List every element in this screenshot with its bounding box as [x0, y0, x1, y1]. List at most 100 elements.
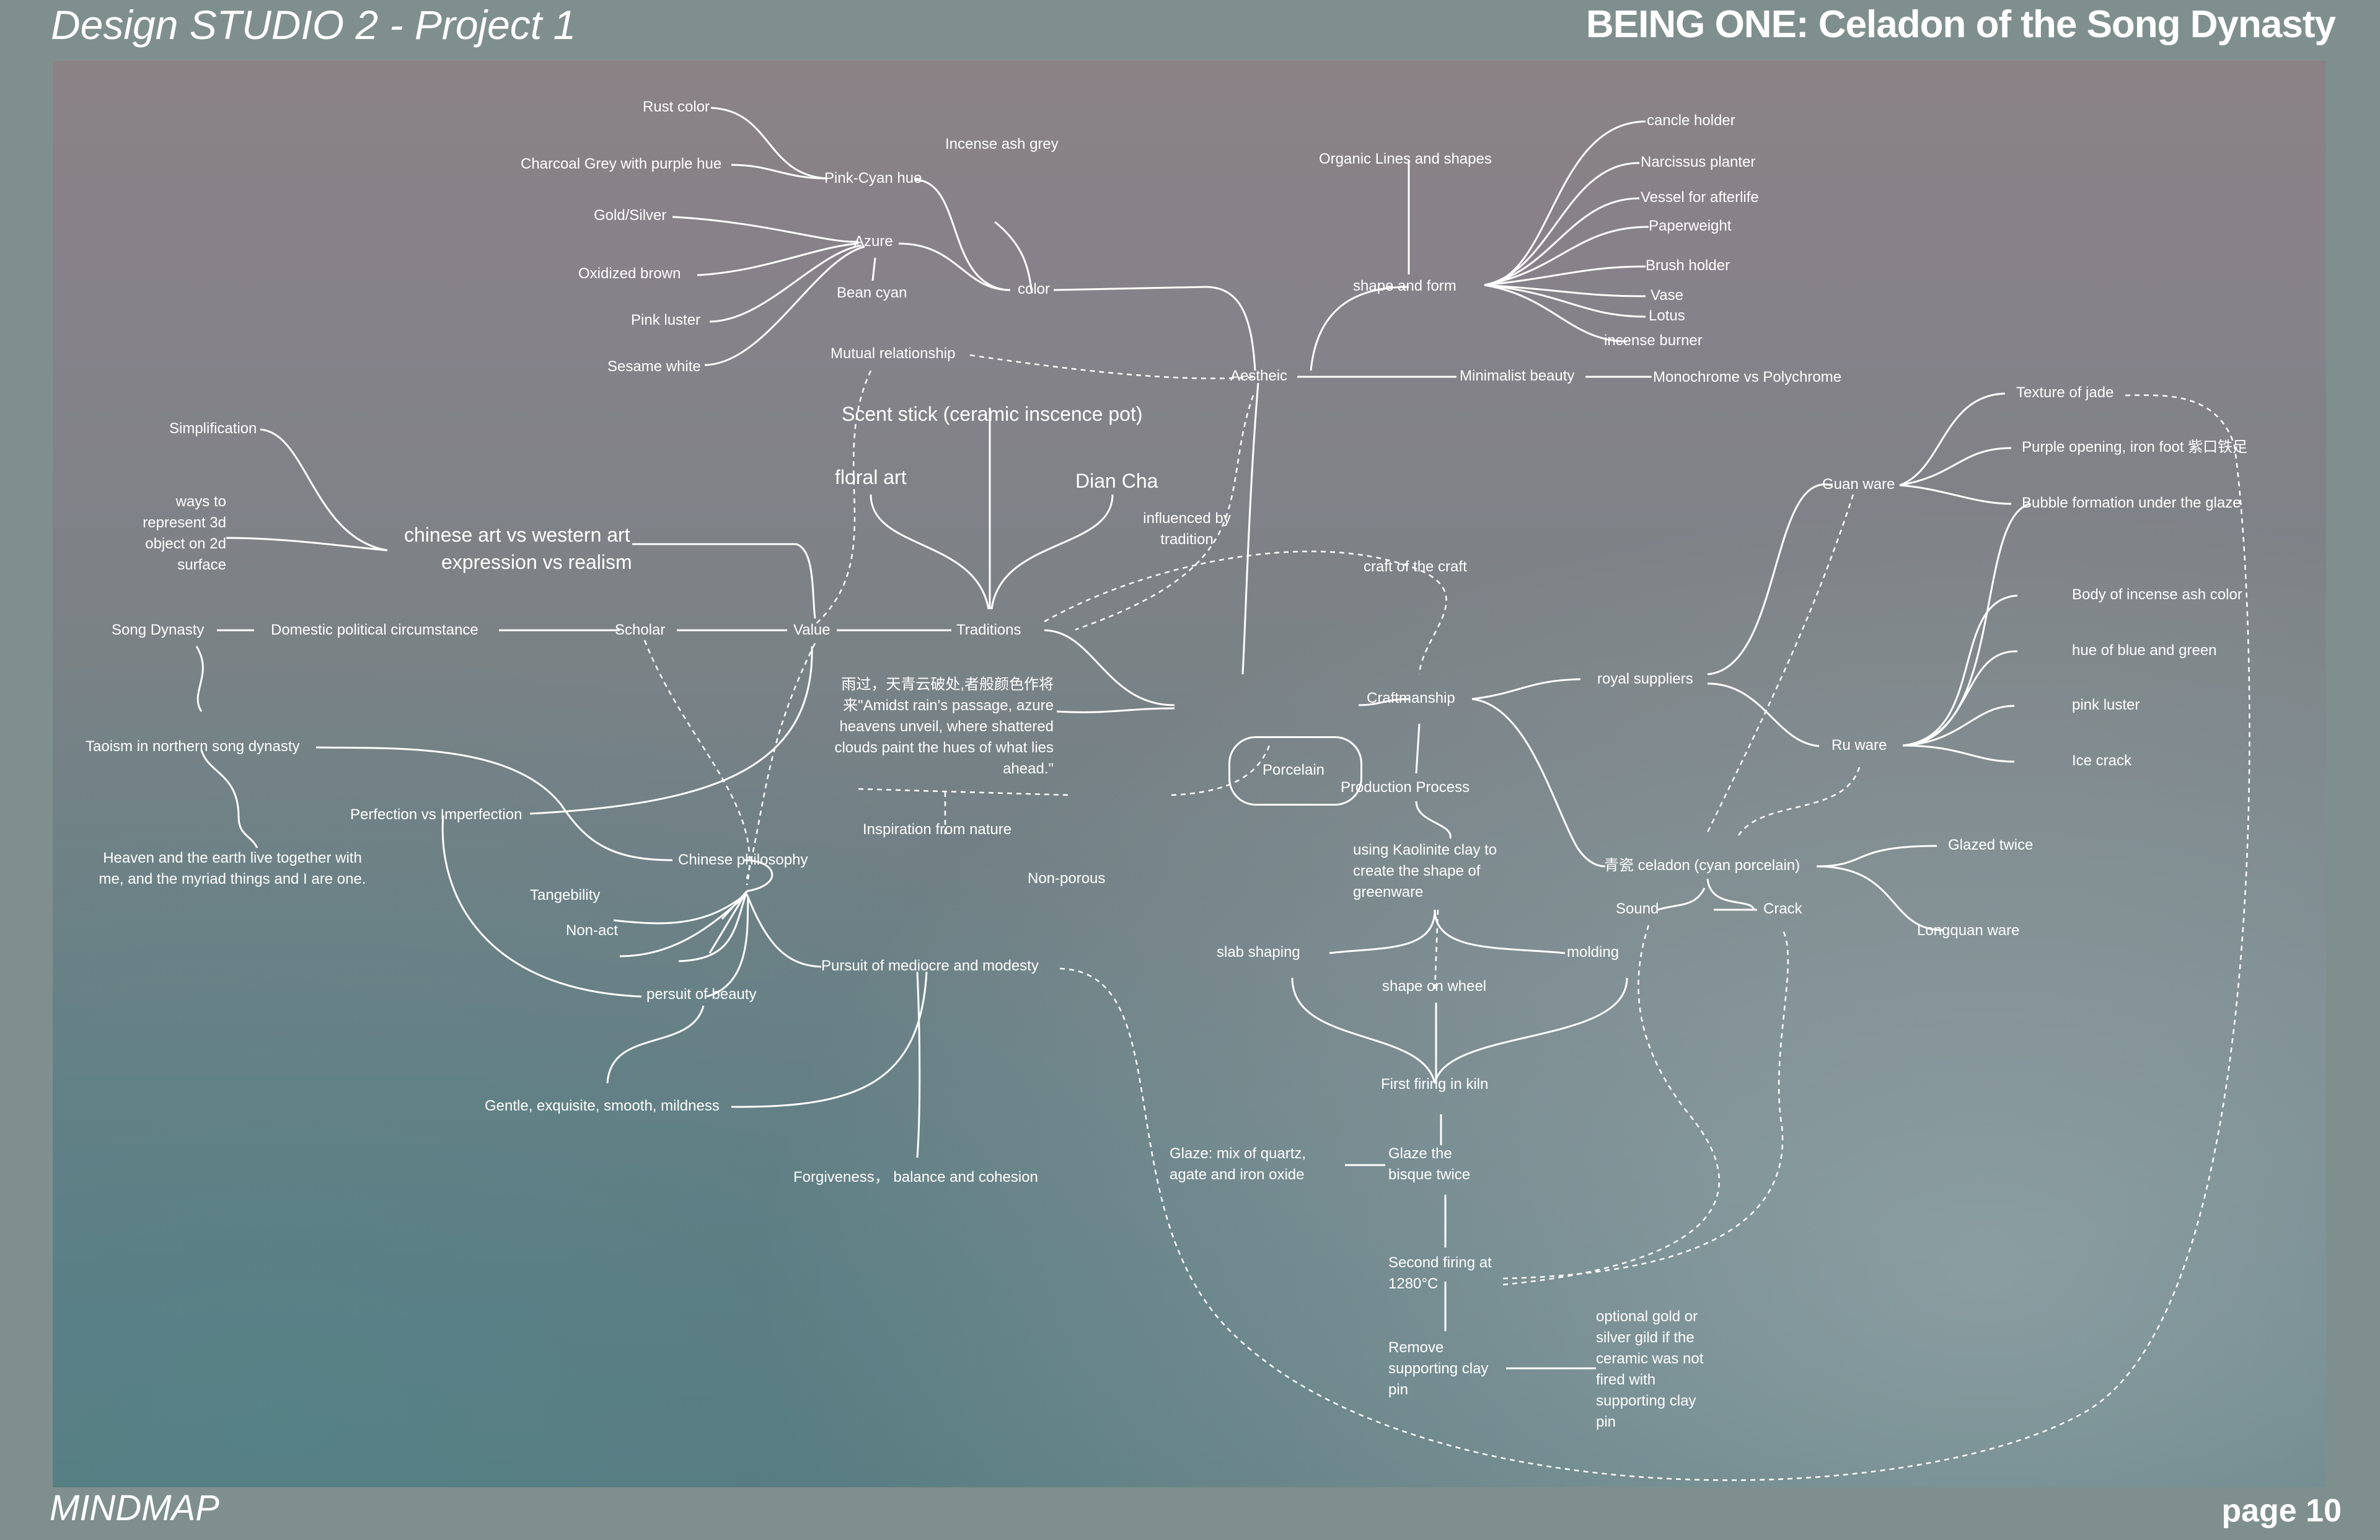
link-celadon-glazed [1816, 845, 1937, 868]
node-pink-luster-ru: pink luster [2072, 697, 2140, 713]
mindmap-connectors [195, 107, 2250, 1481]
node-heaven-earth: Heaven and the earth live together with … [99, 850, 366, 887]
node-dian-cha: Dian Cha [1075, 470, 1158, 492]
node-incense-ash-grey: Incense ash grey [945, 136, 1059, 152]
node-gold-silver: Gold/Silver [594, 207, 667, 224]
section-label: MINDMAP [50, 1488, 219, 1528]
mindmap-canvas: Porcelain Rust color Charcoal Grey with … [53, 61, 2326, 1487]
dash-philosophy-nonporous [858, 788, 1070, 796]
node-bubble-formation: Bubble formation under the glaze [2022, 495, 2241, 511]
node-aestheic: Aestheic [1230, 367, 1288, 384]
node-expression-vs-realism: expression vs realism [441, 551, 632, 573]
link-guan-jade [1899, 392, 2006, 486]
node-scholar: Scholar [615, 622, 666, 638]
node-first-firing: First firing in kiln [1381, 1076, 1489, 1093]
dash-ru-celadon [1737, 767, 1861, 836]
node-gentle: Gentle, exquisite, smooth, mildness [485, 1098, 720, 1114]
link-celadon-crack [1706, 878, 1755, 910]
node-paperweight: Paperweight [1649, 218, 1732, 234]
node-oxidized-brown: Oxidized brown [578, 265, 681, 282]
link-ways-chinese [226, 537, 388, 552]
node-pursuit-mediocre: Pursuit of mediocre and modesty [821, 957, 1039, 974]
node-purple-opening: Purple opening, iron foot 紫口铁足 [2022, 439, 2248, 455]
node-shape-on-wheel: shape on wheel [1382, 978, 1487, 995]
link-production-kaolinite [1415, 801, 1452, 839]
link-ru-hue [1902, 650, 2018, 747]
node-craft-of-craft: craft of the craft [1364, 558, 1467, 575]
node-guan-ware: Guan ware [1822, 476, 1895, 493]
center-node-label: Porcelain [1262, 762, 1325, 778]
node-bean-cyan: Bean cyan [837, 284, 907, 301]
link-royal-ru [1707, 682, 1820, 747]
link-value-perfection [529, 646, 813, 815]
link-chinese-value [632, 543, 816, 619]
node-longquan-ware: Longquan ware [1917, 922, 2020, 939]
node-lotus: Lotus [1649, 307, 1685, 324]
dash-nonporous-porcelain [1171, 742, 1272, 796]
node-ice-crack: Ice crack [2072, 752, 2132, 769]
node-texture-of-jade: Texture of jade [2016, 384, 2114, 401]
solid-links [195, 107, 2030, 1370]
node-molding: molding [1567, 944, 1620, 961]
node-ru-ware: Ru ware [1831, 737, 1887, 754]
node-shape-and-form: shape and form [1353, 278, 1457, 294]
link-shape-aestheic [1310, 286, 1409, 371]
link-beauty-hub [706, 897, 749, 998]
node-song-dynasty: Song Dynasty [112, 622, 205, 638]
link-craft-production [1415, 723, 1421, 774]
node-non-act: Non-act [566, 922, 619, 939]
node-incense-burner: incense burner [1604, 332, 1703, 349]
link-floral-traditions [870, 494, 990, 610]
link-porcelain-craftmanship [1358, 698, 1411, 706]
node-inspiration: Inspiration from nature [863, 821, 1012, 838]
link-perfection-beauty [441, 815, 642, 998]
link-ru-bubble [1902, 503, 2030, 747]
link-rust-pinkcyan [710, 107, 828, 180]
link-guan-purple [1899, 447, 2012, 486]
link-ru-ice [1902, 744, 2015, 763]
node-glaze-mix: Glaze: mix of quartz, agate and iron oxi… [1170, 1145, 1307, 1183]
course-title: Design STUDIO 2 - Project 1 [51, 2, 576, 48]
link-beauty-gentle [606, 1005, 705, 1084]
node-brush-holder: Brush holder [1646, 257, 1730, 274]
link-incense-color [994, 221, 1033, 294]
node-narcissus: Narcissus planter [1641, 154, 1756, 170]
node-azure: Azure [854, 233, 893, 250]
dash-guan-celadon [1706, 494, 1854, 833]
link-celadon-sound [1657, 887, 1706, 911]
link-charcoal-pinkcyan [731, 164, 828, 180]
node-domestic-political: Domestic political circumstance [271, 622, 478, 638]
node-second-firing: Second firing at 1280°C [1388, 1254, 1492, 1292]
dash-mediocre-jade [1059, 394, 2250, 1481]
node-influenced-by-tradition: influenced by tradition [1143, 510, 1231, 548]
node-remove-clay-pin: Remove supporting clay pin [1388, 1339, 1489, 1398]
link-mediocre-forgiveness [916, 971, 921, 1158]
node-perfection: Perfection vs Imperfection [350, 806, 522, 823]
node-forgiveness: Forgiveness， balance and cohesion [793, 1169, 1038, 1186]
link-pinkluster-azure [709, 244, 862, 323]
node-non-porous: Non-porous [1028, 870, 1106, 887]
node-floral-art: floral art [835, 466, 907, 488]
node-traditions: Traditions [956, 622, 1021, 638]
dash-crack-second [1502, 928, 1789, 1280]
link-aestheic-porcelain [1241, 382, 1259, 675]
link-song-taoism [195, 646, 204, 712]
center-node-porcelain[interactable] [1228, 736, 1362, 806]
link-ru-body [1902, 594, 2018, 747]
link-celadon-longquan [1816, 865, 1944, 931]
link-shape-vase [1484, 284, 1646, 297]
dash-scholar-philosophy [643, 640, 751, 886]
link-slab-firing [1291, 977, 1436, 1084]
node-organic-lines: Organic Lines and shapes [1319, 151, 1492, 167]
node-value: Value [793, 622, 831, 638]
link-azure-bean [871, 257, 876, 281]
link-color-aestheic [1053, 286, 1256, 371]
node-taoism: Taoism in northern song dynasty [86, 738, 300, 755]
link-sesame-azure [704, 245, 865, 366]
link-taoism-heaven [200, 749, 258, 848]
node-glaze-bisque: Glaze the bisque twice [1388, 1145, 1471, 1183]
node-charcoal-grey: Charcoal Grey with purple hue [521, 156, 722, 172]
link-pinkcyan-color [915, 178, 1008, 291]
node-kaolinite: using Kaolinite clay to create the shape… [1353, 842, 1497, 900]
link-pursuit-mediocre [746, 894, 822, 968]
